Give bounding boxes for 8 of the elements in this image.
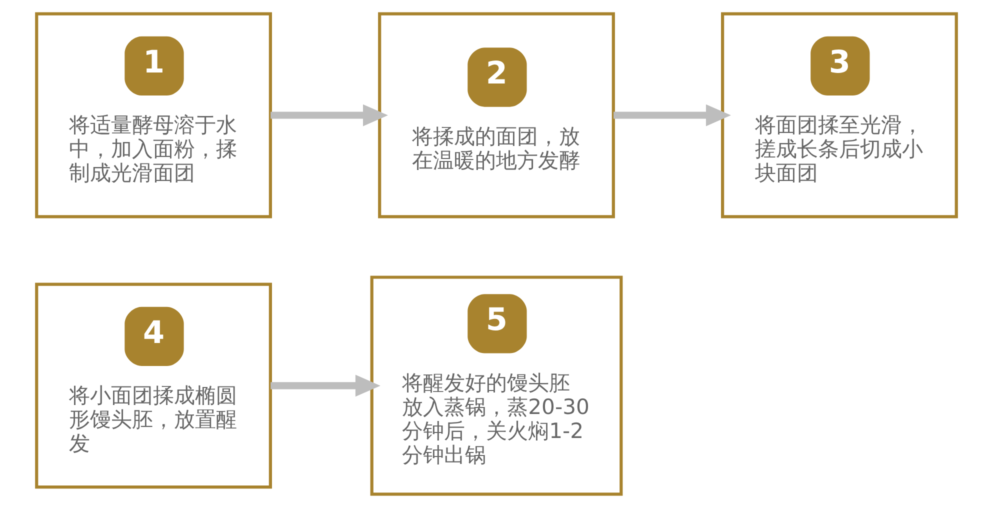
arrow <box>613 104 730 126</box>
node-box: 5 将醒发好的馒头胚放入蒸锅，蒸20-30分钟后，关火焖1-2分钟出锅 <box>370 276 622 496</box>
node-box: 3 将面团揉至光滑，搓成长条后切成小块面团 <box>720 12 958 218</box>
node-box: 1 将适量酵母溶于水中，加入面粉，揉制成光滑面团 <box>34 12 272 218</box>
node-box: 2 将揉成的面团，放在温暖的地方发酵 <box>378 12 614 218</box>
node-box: 4 将小面团揉成椭圆形馒头胚，放置醒发 <box>34 282 272 489</box>
arrow <box>270 374 380 397</box>
arrow <box>270 104 388 126</box>
